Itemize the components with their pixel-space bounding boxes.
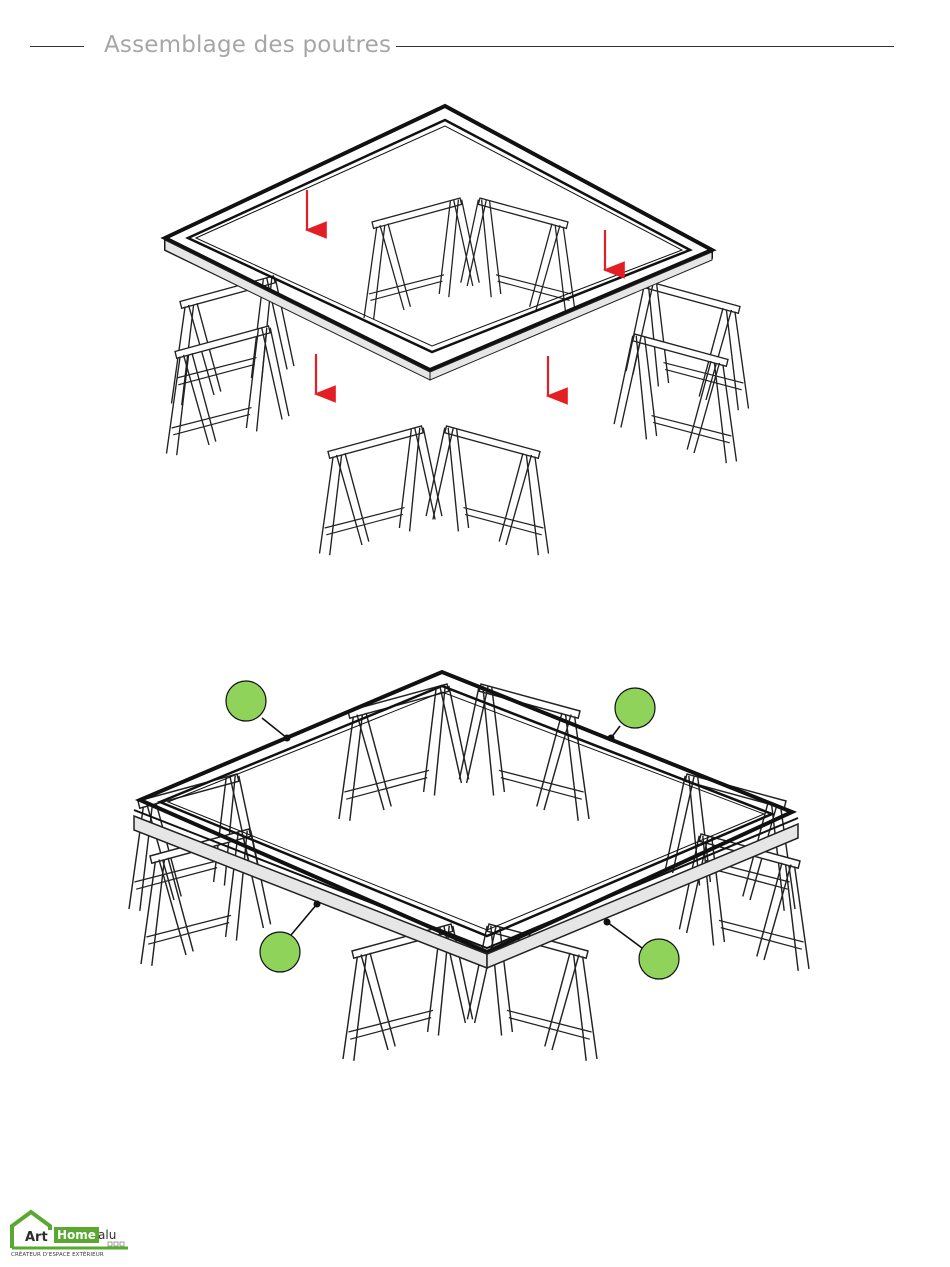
callout-marker	[608, 688, 656, 742]
callout-marker	[226, 681, 291, 742]
callout-circle-icon	[260, 932, 300, 972]
trestle-group-back	[364, 198, 576, 320]
brand-home: Home	[54, 1227, 99, 1243]
illustration-assembled	[0, 640, 950, 1120]
trestle-group-back	[339, 684, 589, 821]
figure-beams-assembled	[0, 640, 950, 1120]
page-title: Assemblage des poutres	[104, 32, 391, 58]
callout-circle-icon	[639, 939, 679, 979]
callout-marker	[260, 901, 321, 973]
header-rule-right	[396, 46, 894, 47]
callout-circle-icon	[226, 681, 266, 721]
callout-marker	[604, 919, 680, 980]
header-rule-left	[30, 46, 84, 47]
trestle-group-right	[614, 281, 748, 463]
brand-logo: Art Home alu CRÉATEUR D'ESPACE EXTÉRIEUR	[10, 1208, 140, 1264]
trestle-group-front	[320, 426, 549, 555]
page-header: Assemblage des poutres	[0, 0, 950, 90]
illustration-exploded	[0, 90, 950, 610]
brand-tagline: CRÉATEUR D'ESPACE EXTÉRIEUR	[11, 1252, 104, 1258]
brand-art: Art	[25, 1230, 48, 1245]
callout-circle-icon	[615, 688, 655, 728]
brand-alu: alu	[98, 1228, 116, 1242]
figure-beams-lowering	[0, 90, 950, 610]
